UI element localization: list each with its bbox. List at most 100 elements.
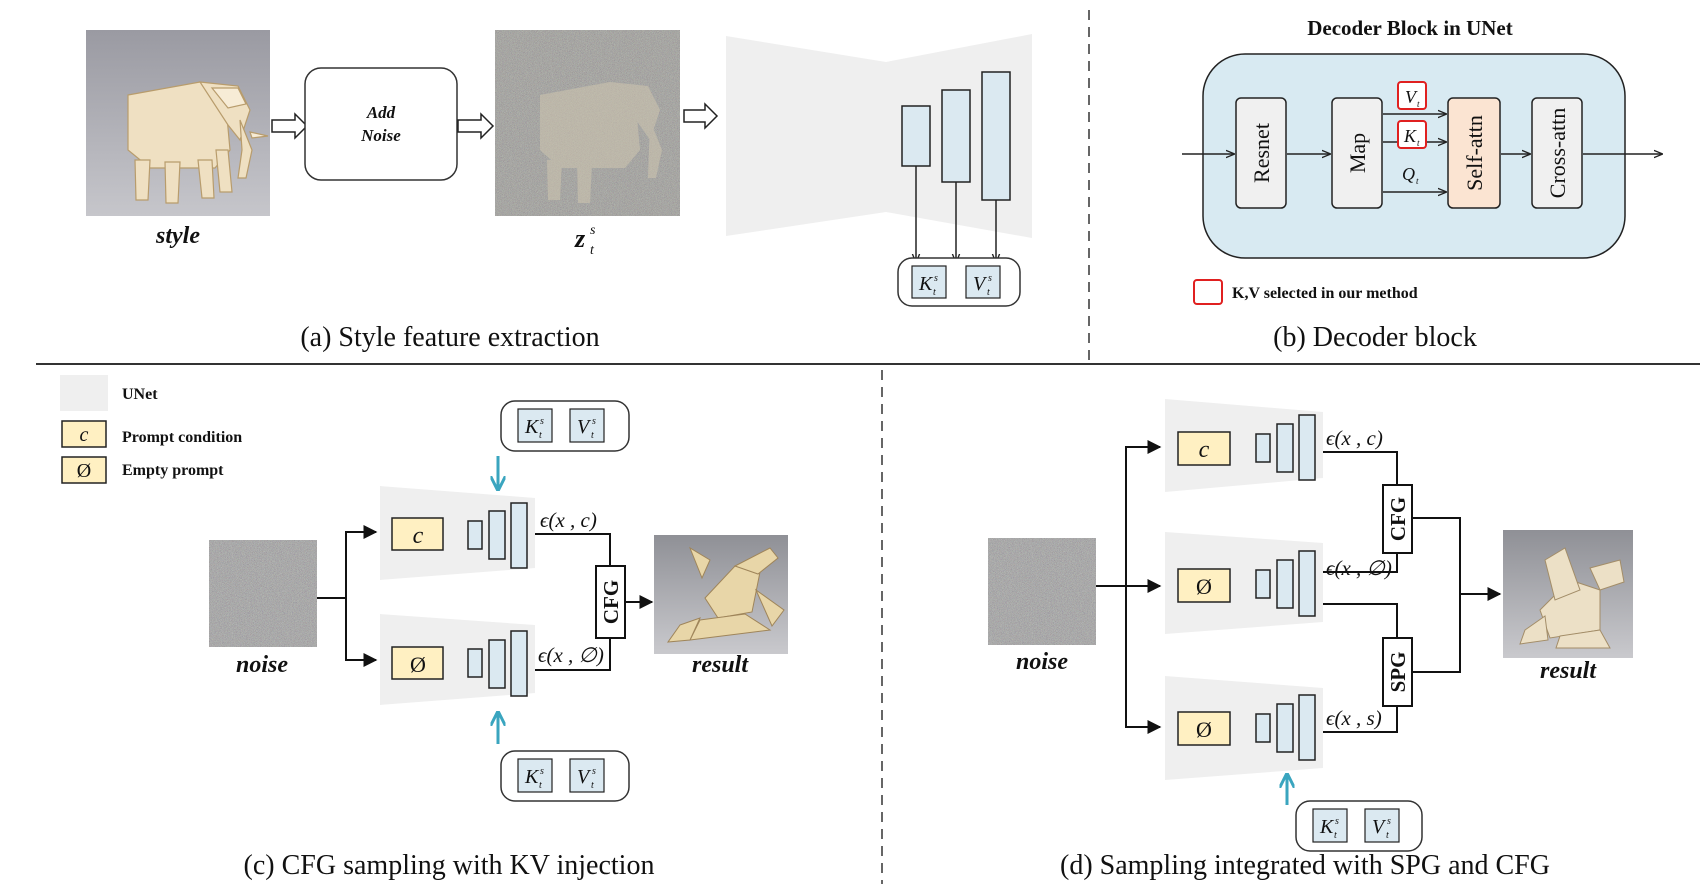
legend-prompt: Prompt condition (122, 429, 242, 446)
noise-image-d (988, 538, 1096, 645)
legend-empty: Empty prompt (122, 462, 224, 479)
legend: UNet c Prompt condition Ø Empty prompt (60, 375, 242, 484)
result-label-d: result (1540, 658, 1597, 684)
unet-3 (1165, 676, 1323, 780)
svg-text:K: K (524, 416, 540, 438)
svg-text:t: t (591, 430, 594, 441)
v-label: V (973, 273, 988, 295)
k-selected-box (1397, 120, 1427, 149)
svg-text:c: c (80, 424, 89, 446)
panel-d: noise c Ø Ø K s t V s t (988, 399, 1633, 881)
latent-label: z (574, 224, 586, 253)
spg-box-d (1382, 637, 1413, 707)
k-box (911, 265, 947, 299)
k-label: K (1403, 126, 1417, 146)
svg-text:V: V (1372, 816, 1387, 838)
combine-line (1412, 517, 1461, 673)
legend-unet: UNet (122, 386, 158, 403)
svg-text:t: t (1416, 176, 1419, 186)
branch-arrow-bottom (345, 598, 378, 667)
map-block (1331, 97, 1383, 209)
svg-text:Ø: Ø (1196, 717, 1212, 742)
hollow-arrow (271, 112, 309, 140)
v-selected-box (1397, 81, 1427, 110)
branch-arrow-top (1125, 440, 1162, 586)
resnet-block (1235, 97, 1287, 209)
caption-b: (b) Decoder block (1273, 322, 1477, 353)
svg-text:V: V (577, 766, 592, 788)
svg-text:K: K (1319, 816, 1335, 838)
noise-label-d: noise (1016, 649, 1068, 675)
svg-text:t: t (1334, 830, 1337, 841)
add-noise-label-2: Noise (360, 126, 401, 145)
noise-label-c: noise (236, 652, 288, 678)
noise-image-c (209, 540, 317, 647)
result-image-d (1503, 530, 1633, 658)
resnet-label: Resnet (1249, 123, 1274, 183)
svg-text:V: V (577, 416, 592, 438)
eps-s-label-d: ϵ(x , s) (1326, 706, 1382, 730)
k-label: K (918, 273, 934, 295)
latent-sub: t (590, 243, 595, 258)
branch-arrow-bottom (1125, 586, 1162, 734)
origami-dragon-icon (666, 546, 785, 643)
origami-elephant-icon (127, 81, 269, 204)
cfg-box-d (1382, 484, 1413, 554)
style-label: style (155, 223, 200, 249)
latent-sup: s (590, 223, 596, 238)
self-attn-block (1447, 97, 1501, 209)
legend-prompt-swatch (61, 420, 107, 448)
svg-text:s: s (934, 273, 938, 284)
decoder-container (1202, 53, 1626, 259)
cross-attn-label: Cross-attn (1545, 108, 1570, 198)
svg-text:s: s (592, 766, 596, 777)
svg-text:K: K (524, 766, 540, 788)
empty-cond-box (391, 646, 444, 680)
svg-text:t: t (933, 287, 936, 298)
panel-b: Decoder Block in UNet Resnet Map V t K t… (1182, 16, 1662, 353)
q-label: Q (1402, 164, 1415, 184)
branch-arrow-top (317, 525, 378, 599)
panel-c: K s t V s t noise c Ø K s (209, 400, 788, 881)
caption-a: (a) Style feature extraction (300, 322, 599, 353)
self-attn-label: Self-attn (1462, 115, 1487, 191)
svg-text:s: s (540, 766, 544, 777)
out-line-2 (1323, 552, 1398, 573)
feature-bar (901, 105, 931, 167)
map-label: Map (1345, 133, 1370, 173)
add-noise-label-1: Add (366, 103, 396, 122)
legend-red-box (1193, 279, 1223, 305)
svg-text:t: t (1386, 830, 1389, 841)
hollow-arrow (683, 102, 719, 130)
feature-bar (941, 89, 971, 183)
svg-text:t: t (987, 287, 990, 298)
legend-empty-swatch (61, 456, 107, 484)
caption-d: (d) Sampling integrated with SPG and CFG (1060, 850, 1550, 881)
svg-text:Ø: Ø (410, 652, 426, 677)
eps-empty-label: ϵ(x , ∅) (538, 643, 604, 667)
svg-text:t: t (539, 430, 542, 441)
out-line-3 (1323, 704, 1398, 733)
svg-text:t: t (1417, 99, 1420, 109)
legend-unet-swatch (60, 375, 108, 411)
decoder-title: Decoder Block in UNet (1307, 16, 1513, 40)
cfg-label-d: CFG (1386, 497, 1410, 541)
add-noise-box (304, 67, 458, 181)
result-label-c: result (692, 652, 749, 678)
out-line-2b (1323, 603, 1398, 640)
out-line-bottom (535, 638, 611, 671)
out-line-1 (1323, 451, 1398, 486)
svg-text:Ø: Ø (1196, 574, 1212, 599)
panel-a: style Add Noise z s t (86, 30, 1032, 353)
cfg-label-c: CFG (599, 580, 623, 624)
v-box (965, 265, 1001, 299)
hollow-arrow (457, 112, 495, 140)
svg-text:t: t (591, 780, 594, 791)
svg-text:Ø: Ø (77, 460, 91, 482)
result-image-c (654, 535, 788, 654)
eps-c-label-d: ϵ(x , c) (1326, 426, 1383, 450)
prompt-cond-box (391, 517, 444, 551)
svg-text:s: s (592, 416, 596, 427)
svg-text:s: s (1335, 816, 1339, 827)
